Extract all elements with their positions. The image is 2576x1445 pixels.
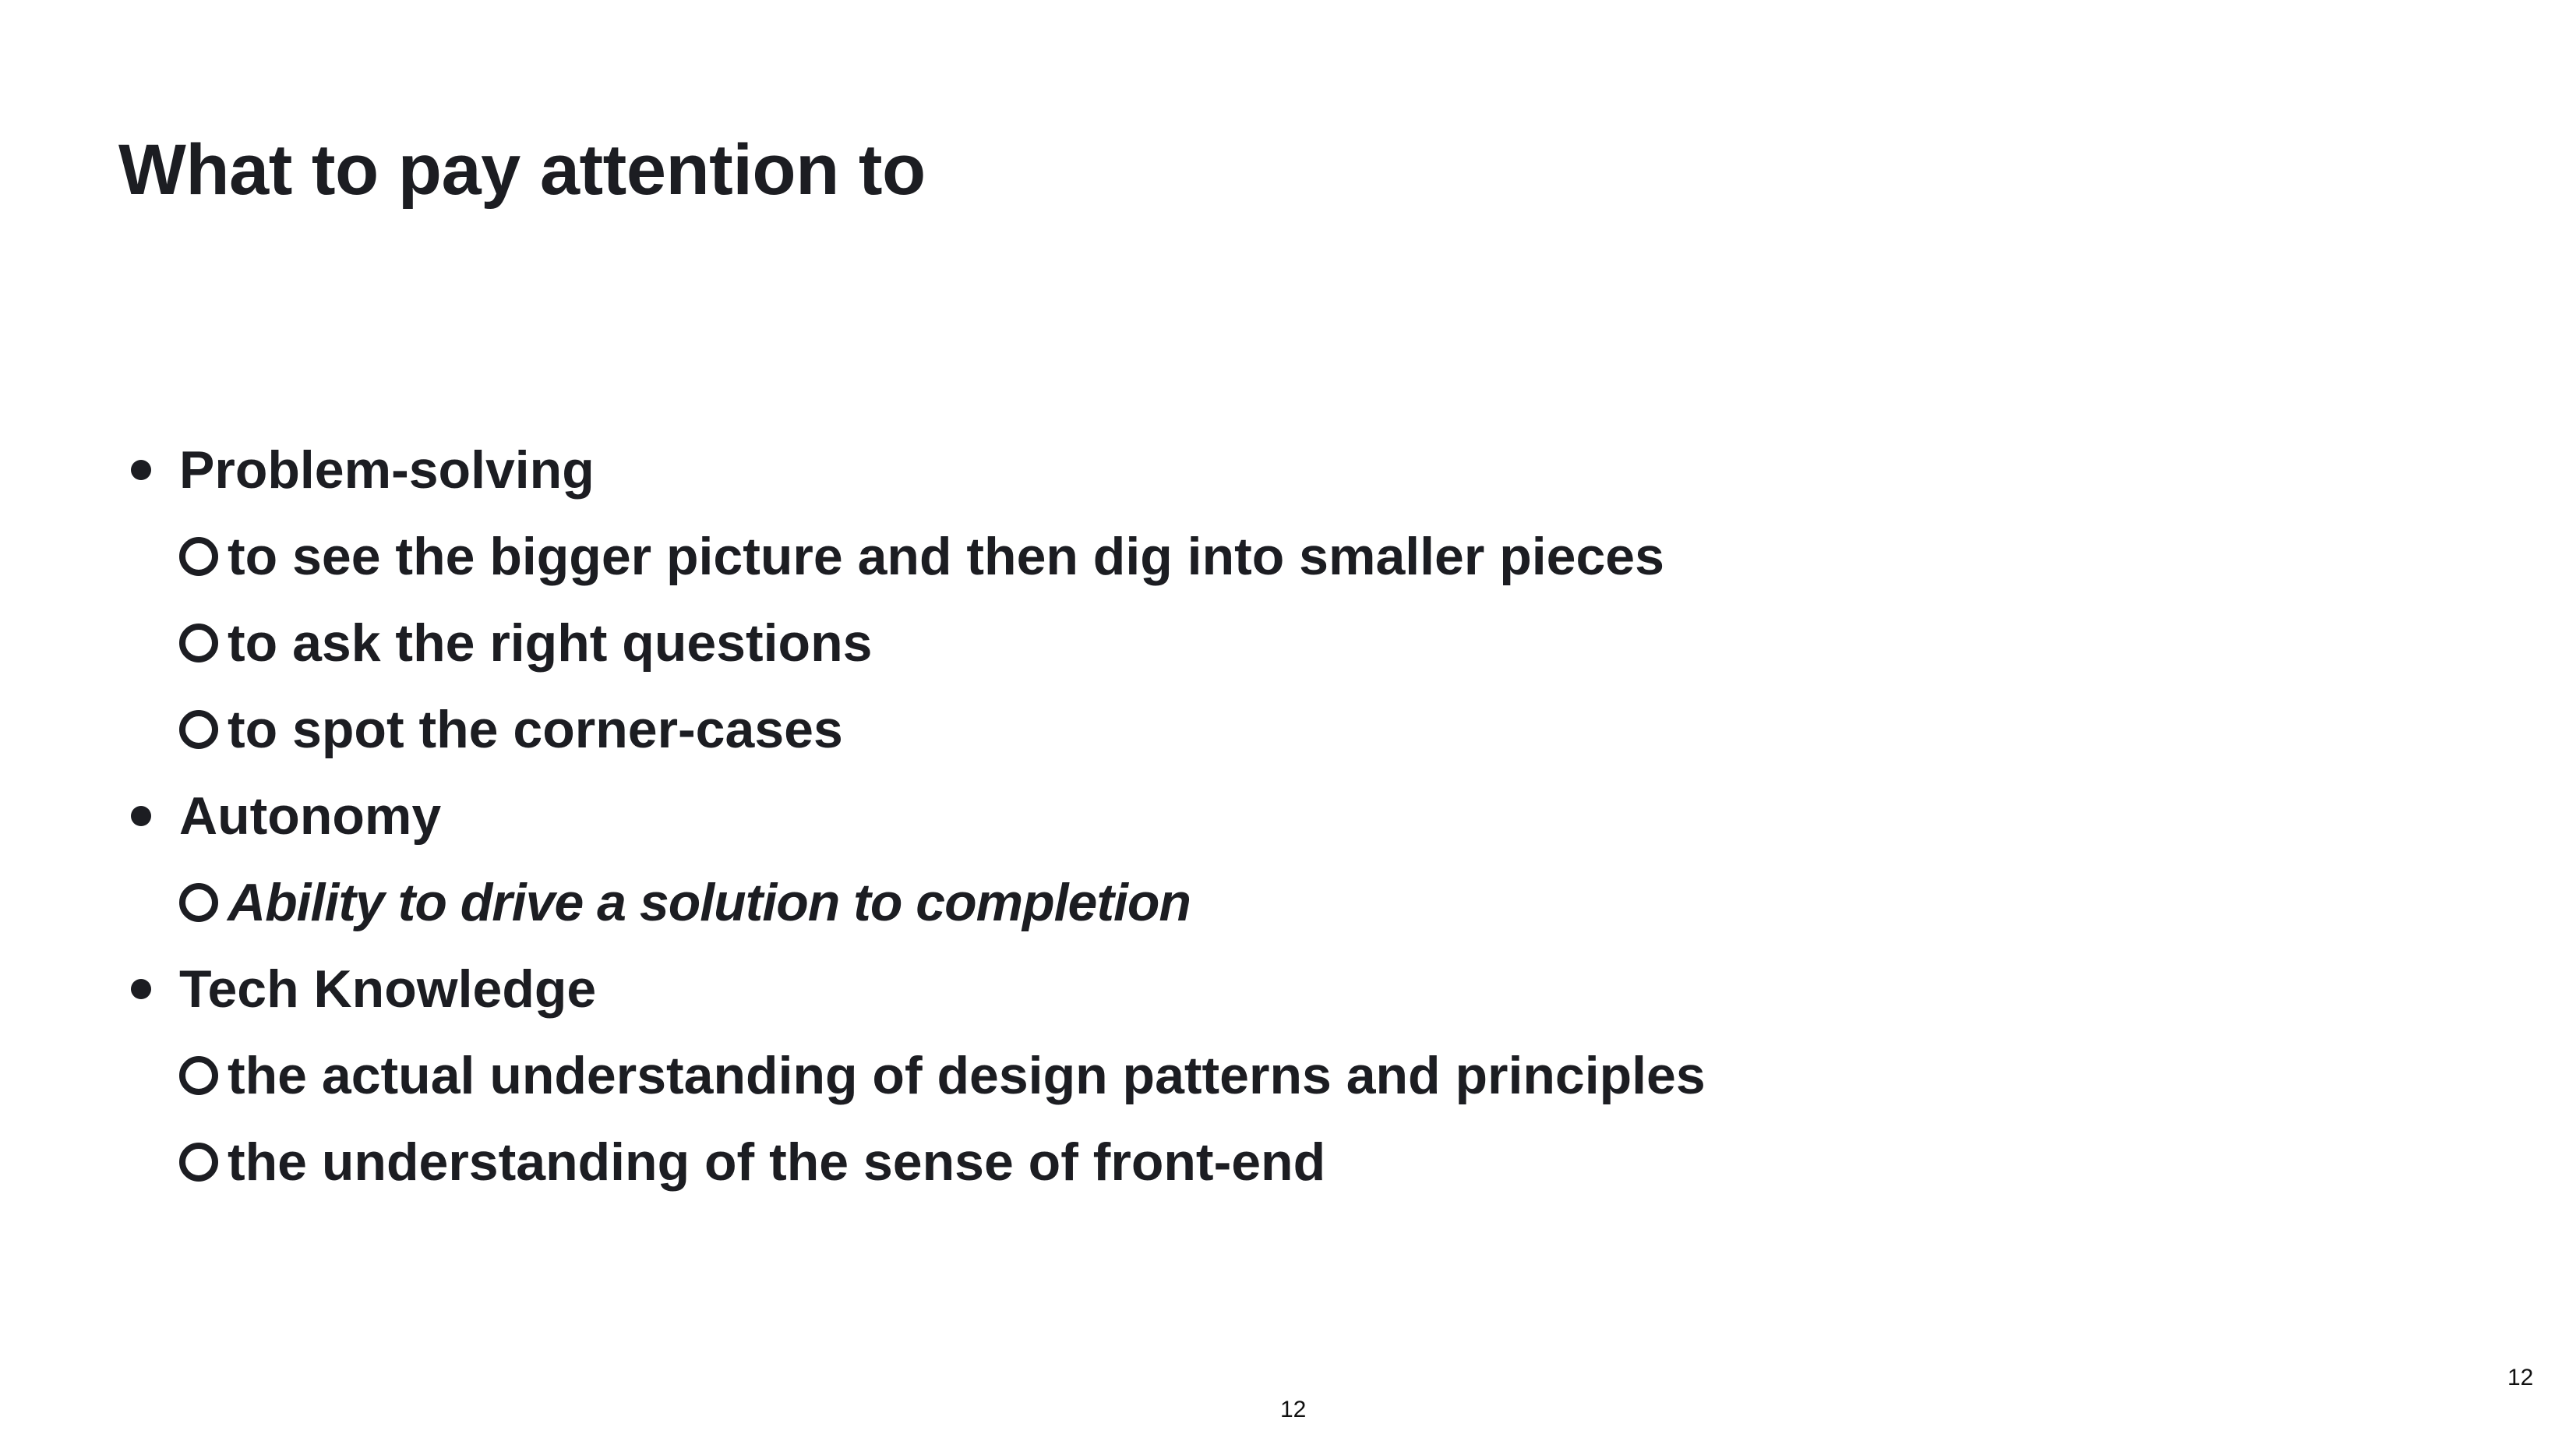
sub-list-item: to ask the right questions: [179, 604, 872, 682]
bullet-ring-icon: [179, 537, 218, 576]
sub-item-text: to spot the corner-cases: [228, 700, 843, 759]
sub-item-text: to see the bigger picture and then dig i…: [228, 527, 1664, 586]
bullet-ring-icon: [179, 710, 218, 749]
bullet-ring-icon: [179, 1143, 218, 1182]
slide-title: What to pay attention to: [118, 130, 926, 210]
list-item-problem-solving: Problem-solving: [131, 431, 595, 509]
sub-list-item: the actual understanding of design patte…: [179, 1037, 1706, 1115]
page-number-center: 12: [1280, 1397, 1307, 1422]
bullet-dot-icon: [131, 979, 151, 999]
list-heading: Autonomy: [179, 786, 442, 846]
list-heading: Problem-solving: [179, 440, 595, 500]
bullet-ring-icon: [179, 1056, 218, 1095]
bullet-dot-icon: [131, 806, 151, 826]
sub-item-text: the actual understanding of design patte…: [228, 1046, 1706, 1105]
list-item-tech-knowledge: Tech Knowledge: [131, 950, 596, 1028]
sub-list-item: to see the bigger picture and then dig i…: [179, 518, 1664, 595]
list-item-autonomy: Autonomy: [131, 777, 441, 855]
list-heading: Tech Knowledge: [179, 959, 597, 1019]
bullet-ring-icon: [179, 883, 218, 922]
sub-item-text: to ask the right questions: [228, 613, 873, 673]
sub-item-text: Ability to drive a solution to completio…: [228, 873, 1191, 932]
sub-list-item: the understanding of the sense of front-…: [179, 1123, 1325, 1201]
bullet-ring-icon: [179, 624, 218, 662]
page-number-corner: 12: [2507, 1365, 2534, 1390]
sub-list-item: Ability to drive a solution to completio…: [179, 864, 1191, 942]
sub-item-text: the understanding of the sense of front-…: [228, 1132, 1326, 1192]
sub-list-item: to spot the corner-cases: [179, 691, 843, 768]
bullet-dot-icon: [131, 460, 151, 480]
